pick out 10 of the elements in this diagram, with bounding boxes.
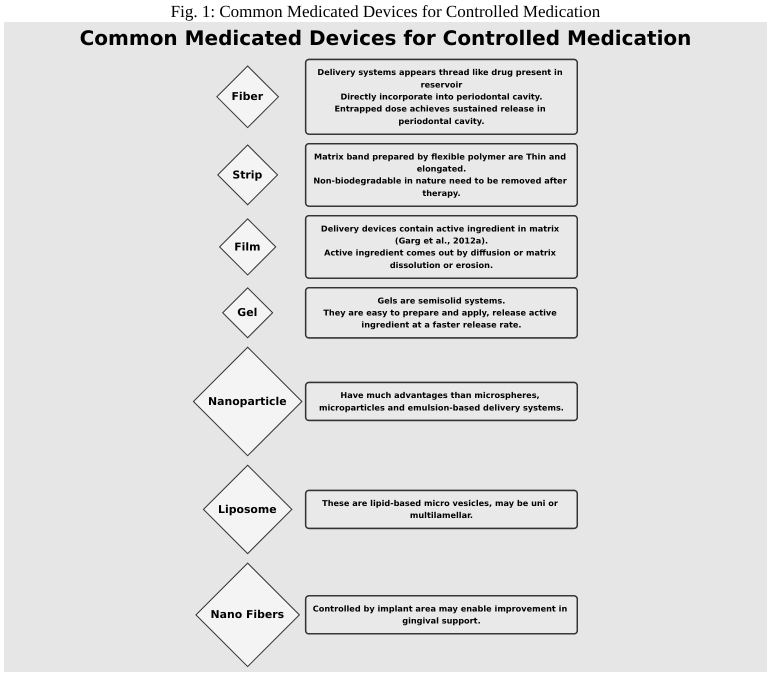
diagram-panel: Common Medicated Devices for Controlled Medication Fiber Delivery systems appears thread like drug present in reservoir Directly incorporate into periodontal cavity. Entrapped dose achieves sustained release in periodontal cavity. Strip Matrix band prepared by flexible polymer are Thin and elongated. Non-biodegradable in nature need to be removed after therapy. Film Delivery devices contain active ingredient in matrix (Garg et al., 2012a). Active ingredient comes out by diffusion or matrix dissolution or erosion. Gel Gels are semisolid systems. They are easy to prepare and apply, release active ingredient at a faster release rate. Nanoparticle Have much advantages than microspheres, microparticles and emulsion-based delivery systems. Liposome These are lipid-based micro vesicles, may be uni or multilamellar. Nano Fibers Controlled by implant area may enable improvement in gingival support. [4,22,767,672]
node-diamond [222,287,274,338]
node-diamond [195,562,300,668]
diagram-title: Common Medicated Devices for Controlled Medication [78,26,692,50]
node-diamond [202,464,293,554]
node-diamond [216,65,280,128]
node-diamond [217,144,278,206]
figure-caption: Fig. 1: Common Medicated Devices for Controlled Medication [170,2,602,22]
node-diamond [192,346,303,456]
node-diamond [219,218,277,276]
